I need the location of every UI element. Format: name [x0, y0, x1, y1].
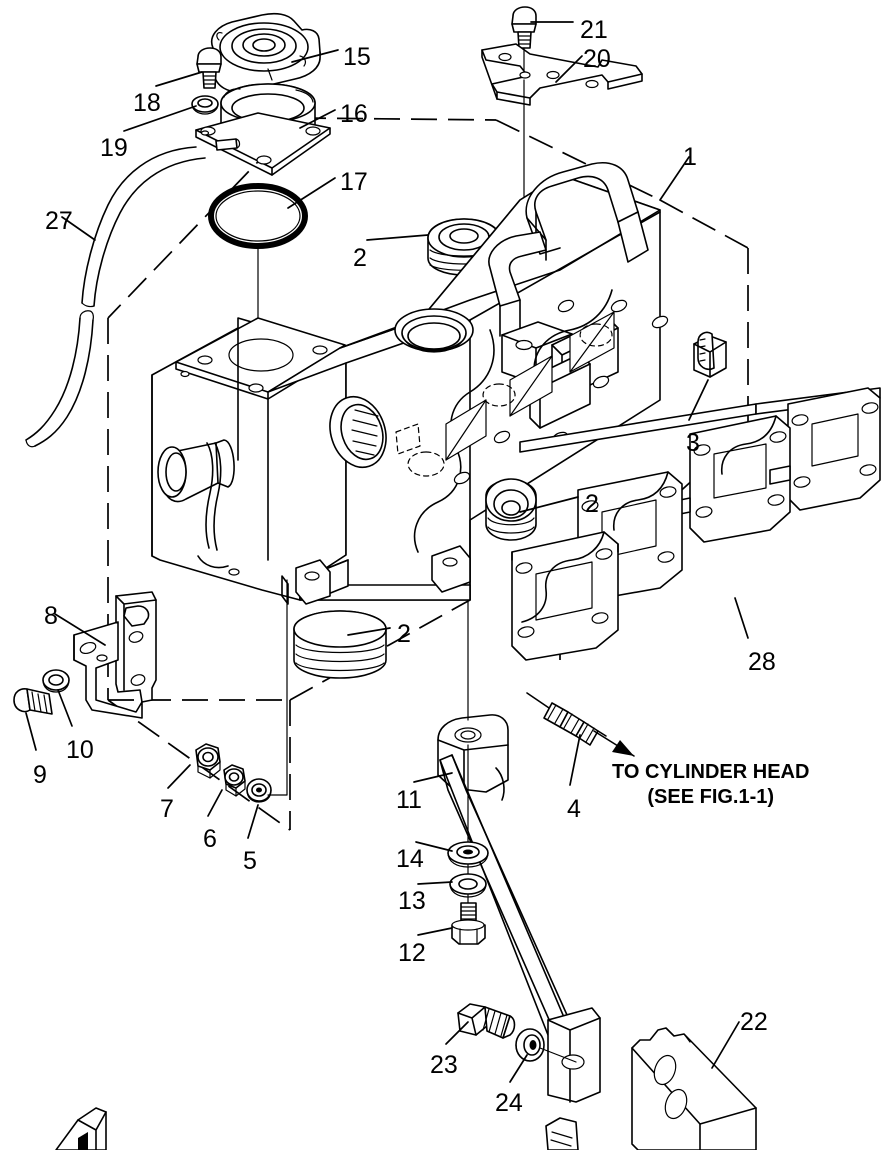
- callout-leader-5: [247, 804, 259, 839]
- callout-label-17: 17: [340, 168, 368, 196]
- callout-label-27: 27: [45, 207, 73, 235]
- callout-leader-4: [569, 734, 581, 786]
- part-plug-cap-upper: [427, 218, 501, 276]
- callout-leader-14: [415, 841, 453, 852]
- callout-label-2: 2: [353, 244, 367, 272]
- callout-leader-19: [123, 105, 197, 132]
- callout-label-22: 22: [740, 1008, 768, 1036]
- callout-label-20: 20: [583, 45, 611, 73]
- part-washer-lock-stay: [447, 841, 489, 868]
- part-bolt-bracket: [13, 688, 53, 715]
- callout-leader-6: [207, 789, 223, 817]
- partial-bracket-bottom-left: [55, 1107, 107, 1150]
- callout-label-15: 15: [343, 43, 371, 71]
- washer24-assembly-line: [539, 1047, 577, 1063]
- callout-label-2c: 2: [397, 620, 411, 648]
- callout-label-19: 19: [100, 134, 128, 162]
- callout-leader-lines: [25, 21, 749, 1083]
- part-drain-plug: [693, 331, 727, 378]
- part-o-ring: [208, 183, 308, 249]
- partial-bolt-bottom-center: [545, 1117, 579, 1150]
- callout-leader-16: [299, 109, 336, 129]
- part-nut-large: [195, 743, 221, 779]
- part-washer-bracket: [42, 669, 70, 693]
- note-line-1: TO CYLINDER HEAD: [612, 761, 810, 783]
- part-exhaust-gasket: [511, 387, 881, 661]
- part-plug-cap-lower: [293, 610, 387, 679]
- callout-leader-13: [417, 881, 453, 885]
- callout-label-14: 14: [396, 845, 424, 873]
- callout-label-13: 13: [398, 887, 426, 915]
- callout-label-1: 1: [683, 143, 697, 171]
- callout-leader-8: [54, 613, 106, 646]
- callout-label-5: 5: [243, 847, 257, 875]
- callout-leader-1: [659, 156, 690, 201]
- part-bolt-filler: [196, 47, 222, 89]
- callout-leader-2b: [519, 496, 579, 513]
- part-nut-small: [223, 764, 246, 797]
- part-bolt-stay: [451, 902, 486, 945]
- part-washer-small: [246, 778, 272, 803]
- part-washer-lower-mount: [515, 1028, 545, 1062]
- callout-label-10: 10: [66, 736, 94, 764]
- callout-label-4: 4: [567, 795, 581, 823]
- callout-leader-22: [711, 1021, 740, 1069]
- callout-label-9: 9: [33, 761, 47, 789]
- part-breather-hose: [25, 146, 206, 448]
- part-stud-bolt: [526, 692, 635, 757]
- note-line-2: (SEE FIG.1-1): [647, 786, 775, 808]
- part-washer-plain-stay: [449, 873, 487, 898]
- part-bolt-lower-mount: [457, 1003, 516, 1039]
- part-washer-filler: [191, 95, 219, 115]
- note-to-cylinder-head: TO CYLINDER HEAD (SEE FIG.1-1): [612, 760, 809, 810]
- part-clamp-bracket: [73, 591, 157, 719]
- callout-leader-23: [445, 1021, 469, 1045]
- callout-leader-18: [155, 71, 203, 87]
- callout-leader-20: [555, 55, 583, 83]
- callout-leader-24: [509, 1054, 528, 1083]
- callout-label-8: 8: [44, 602, 58, 630]
- callout-leader-9: [25, 712, 37, 751]
- callout-leader-11: [413, 772, 453, 783]
- callout-label-3: 3: [686, 429, 700, 457]
- callout-leader-3: [688, 379, 709, 421]
- callout-leader-7: [167, 764, 191, 789]
- part-wire-clamp-plate: [481, 43, 643, 106]
- callout-label-18: 18: [133, 89, 161, 117]
- callout-label-24: 24: [495, 1089, 523, 1117]
- callout-label-7: 7: [160, 795, 174, 823]
- part-filler-neck-flange: [195, 83, 331, 176]
- part-mount-bracket-lower: [631, 1027, 757, 1150]
- part-cylinder-block: [151, 162, 669, 605]
- callout-label-23: 23: [430, 1051, 458, 1079]
- callout-leader-10: [57, 689, 73, 727]
- callout-leader-15: [291, 49, 339, 63]
- callout-label-16: 16: [340, 100, 368, 128]
- callout-leader-17: [287, 177, 336, 209]
- callout-leader-2: [366, 234, 429, 241]
- callout-leader-2c: [347, 627, 391, 636]
- callout-label-11: 11: [396, 786, 422, 814]
- callout-label-2b: 2: [585, 490, 599, 518]
- callout-leader-12: [417, 927, 453, 936]
- callout-leader-27: [61, 216, 96, 241]
- callout-leader-28: [734, 597, 749, 639]
- callout-label-6: 6: [203, 825, 217, 853]
- part-bolt-clamp-plate: [511, 6, 537, 49]
- part-filler-cap: [211, 12, 321, 93]
- callout-label-12: 12: [398, 939, 426, 967]
- washer5-assembly-line: [267, 579, 288, 796]
- callout-label-21: 21: [580, 16, 608, 44]
- callout-label-28: 28: [748, 648, 776, 676]
